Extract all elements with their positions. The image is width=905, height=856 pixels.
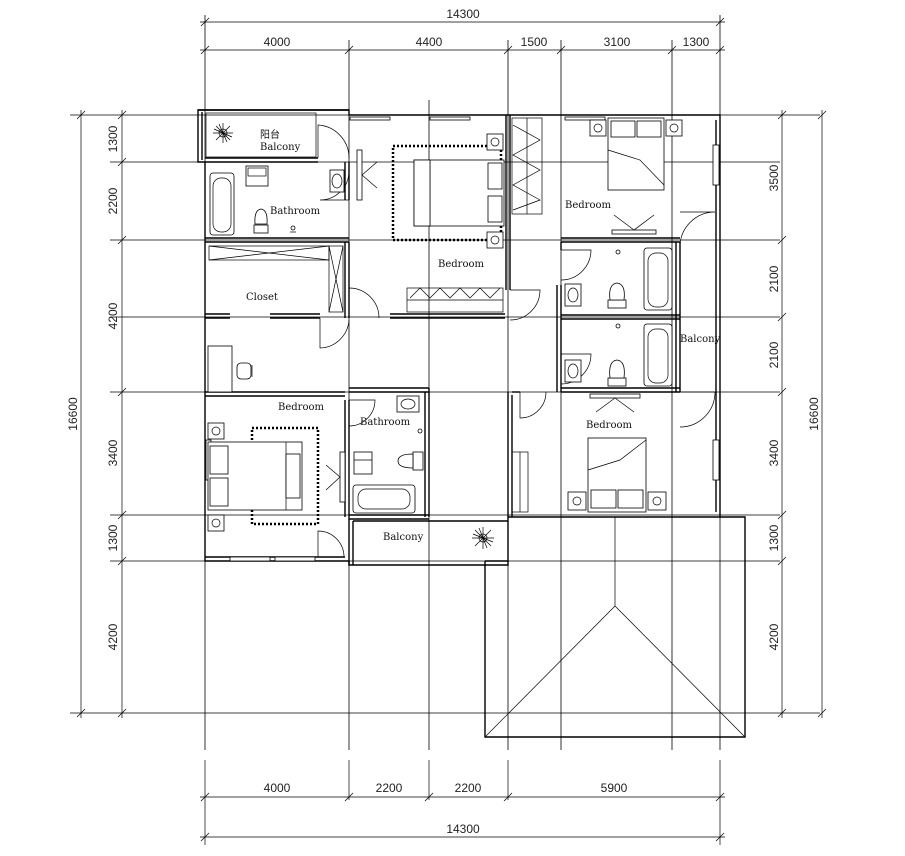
nightstand-icon — [647, 491, 667, 511]
left-dimension-1: 1300 — [106, 125, 120, 152]
toilet-icon — [607, 282, 627, 309]
right-dimension-4: 3400 — [767, 439, 781, 466]
nightstand-icon — [207, 422, 225, 440]
left-dimension-4: 3400 — [106, 439, 120, 466]
balcony-top-cn-label: 阳台 — [260, 128, 280, 141]
bedroom-bottom-left: Bedroom — [207, 345, 324, 532]
bathroom-right-lower: Balcony — [564, 323, 721, 387]
chair-icon — [236, 362, 253, 380]
top-dimension-1: 4000 — [264, 35, 291, 49]
bottom-dimension-2: 2200 — [376, 781, 403, 795]
right-dimension-chain: 3500 2100 2100 3400 1300 4200 16600 — [767, 110, 827, 718]
balcony-bottom: Balcony — [383, 527, 494, 549]
left-dimension-2: 2200 — [106, 187, 120, 214]
sink-icon — [564, 359, 582, 383]
right-dimension-6: 4200 — [767, 623, 781, 650]
nightstand-icon — [486, 133, 504, 151]
left-dimension-chain: 1300 2200 4200 3400 1300 4200 16600 — [66, 110, 127, 718]
toilet-icon — [607, 359, 627, 387]
desk-icon — [207, 345, 233, 393]
bathroom-top-left: Bathroom — [209, 165, 345, 236]
bedroom-top-right-label: Bedroom — [565, 200, 611, 211]
bathroom-center-label: Bathroom — [360, 417, 411, 428]
double-bed-icon — [207, 441, 303, 511]
balcony-top-label: Balcony — [260, 142, 301, 153]
bottom-dimension-4: 5900 — [601, 781, 628, 795]
top-dimension-4: 3100 — [604, 35, 631, 49]
bottom-dimension-3: 2200 — [455, 781, 482, 795]
right-dimension-1: 3500 — [767, 164, 781, 191]
bathroom-center: Bathroom — [325, 395, 424, 514]
bottom-dimension-chain: 4000 2200 2200 5900 14300 — [200, 760, 725, 845]
bottom-total-dimension: 14300 — [446, 822, 480, 836]
door-swings — [317, 124, 716, 558]
axis-grid — [70, 15, 820, 750]
closet-label: Closet — [246, 292, 278, 303]
roof-outline — [484, 516, 746, 738]
bottom-dimension-1: 4000 — [264, 781, 291, 795]
double-bed-icon — [607, 117, 665, 191]
toilet-icon — [353, 451, 373, 475]
top-dimension-2: 4400 — [416, 35, 443, 49]
double-bed-icon — [587, 437, 647, 513]
potted-plant-icon — [213, 123, 233, 143]
top-dimension-5: 1300 — [683, 35, 710, 49]
nightstand-icon — [567, 491, 587, 511]
sink-icon — [396, 395, 420, 413]
right-dimension-2: 2100 — [767, 265, 781, 292]
right-dimension-5: 1300 — [767, 524, 781, 551]
sink-icon — [329, 169, 345, 193]
left-total-dimension: 16600 — [66, 397, 80, 431]
right-total-dimension: 16600 — [807, 397, 821, 431]
bedroom-bottom-right-label: Bedroom — [586, 420, 632, 431]
sink-icon — [564, 283, 582, 307]
balcony-right-label: Balcony — [680, 334, 721, 345]
nightstand-icon — [207, 514, 225, 532]
closet: Closet — [208, 245, 344, 313]
left-dimension-5: 1300 — [106, 524, 120, 551]
top-dimension-chain: 14300 4000 4400 1500 3100 1300 — [200, 7, 725, 55]
nightstand-icon — [486, 231, 504, 249]
double-bed-icon — [413, 159, 505, 227]
toilet-icon — [253, 208, 269, 234]
potted-plant-icon — [472, 527, 494, 549]
balcony-bottom-label: Balcony — [383, 532, 424, 543]
top-dimension-3: 1500 — [521, 35, 548, 49]
bathroom-right-upper — [564, 247, 673, 311]
balcony-top-left: 阳台 Balcony — [205, 112, 317, 158]
bedroom-bottom-left-label: Bedroom — [278, 402, 324, 413]
top-total-dimension: 14300 — [446, 7, 480, 21]
nightstand-icon — [589, 119, 607, 137]
right-dimension-3: 2100 — [767, 341, 781, 368]
bedroom-bottom-right: Bedroom — [511, 393, 667, 513]
bedroom-top-center: Bedroom — [356, 133, 505, 313]
left-dimension-6: 4200 — [106, 623, 120, 650]
bedroom-top-center-label: Bedroom — [438, 259, 484, 270]
toilet-icon — [397, 451, 424, 471]
left-dimension-3: 4200 — [106, 302, 120, 329]
nightstand-icon — [665, 119, 683, 137]
bathroom-top-left-label: Bathroom — [270, 206, 321, 217]
bedroom-top-right: Bedroom — [511, 117, 683, 235]
